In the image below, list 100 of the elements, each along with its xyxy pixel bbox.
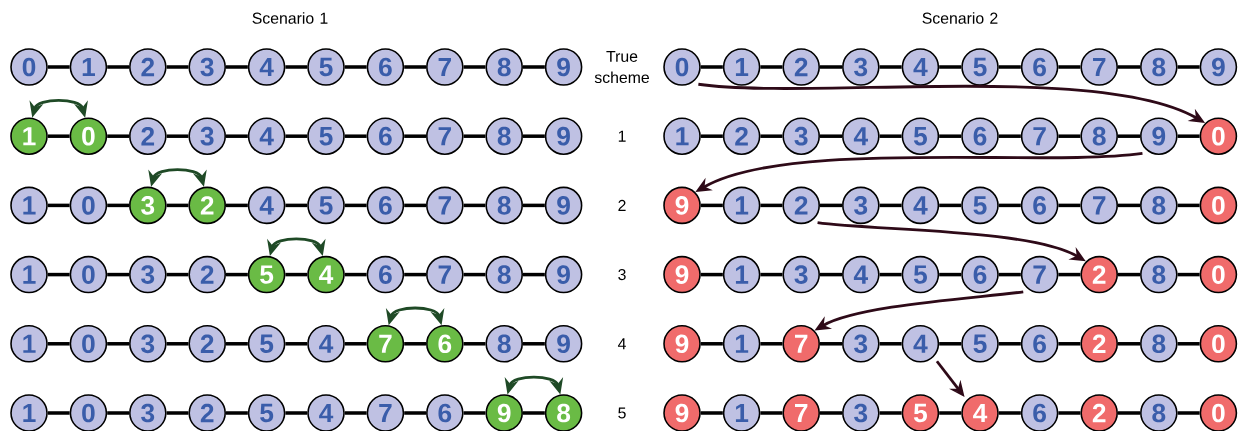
connector-line bbox=[463, 134, 486, 138]
connector-line bbox=[760, 272, 783, 277]
connector-line bbox=[820, 65, 842, 69]
connector-line bbox=[226, 65, 248, 69]
connector-line bbox=[523, 342, 545, 346]
connector-line bbox=[700, 342, 723, 346]
connector-line bbox=[344, 65, 367, 69]
connector-line bbox=[404, 65, 426, 69]
connector-line bbox=[700, 203, 723, 208]
connector-line bbox=[107, 342, 129, 346]
connector-line bbox=[1118, 272, 1140, 277]
row-label: 1 bbox=[618, 130, 626, 142]
connector-line bbox=[1058, 342, 1081, 346]
connector-line bbox=[523, 203, 545, 208]
connector-line bbox=[523, 272, 545, 277]
connector-line bbox=[939, 65, 962, 69]
connector-line bbox=[939, 203, 962, 208]
connector-line bbox=[1177, 272, 1200, 277]
connector-line bbox=[404, 203, 426, 208]
connector-line bbox=[226, 411, 248, 415]
connector-line bbox=[404, 134, 426, 138]
connector-line bbox=[700, 65, 723, 69]
connector-line bbox=[820, 203, 842, 208]
connector-line bbox=[998, 342, 1021, 346]
connector-line bbox=[523, 134, 545, 138]
connector-line bbox=[166, 342, 189, 346]
connector-line bbox=[463, 272, 486, 277]
connector-line bbox=[760, 342, 783, 346]
connector-line bbox=[404, 411, 426, 415]
scenario-heading: Scenario 2 bbox=[922, 12, 998, 24]
connector-line bbox=[463, 411, 486, 415]
connector-line bbox=[344, 342, 367, 346]
connector-line bbox=[107, 65, 129, 69]
connector-line bbox=[107, 272, 129, 277]
connector-line bbox=[226, 272, 248, 277]
connector-line bbox=[700, 272, 723, 277]
connector-line bbox=[1118, 203, 1140, 208]
connector-line bbox=[166, 134, 189, 138]
connector-line bbox=[47, 342, 70, 346]
connector-line bbox=[285, 203, 308, 208]
connector-line bbox=[879, 65, 902, 69]
connector-line bbox=[1058, 203, 1081, 208]
connector-line bbox=[523, 65, 545, 69]
row-label: 4 bbox=[617, 338, 626, 350]
connector-line bbox=[285, 342, 308, 346]
connector-line bbox=[47, 203, 70, 208]
connector-line bbox=[1058, 134, 1081, 138]
connector-line bbox=[226, 203, 248, 208]
connector-line bbox=[820, 272, 842, 277]
connector-line bbox=[939, 134, 962, 138]
connector-line bbox=[107, 134, 129, 138]
connector-line bbox=[166, 65, 189, 69]
connector-line bbox=[1118, 342, 1140, 346]
connector-line bbox=[463, 203, 486, 208]
connector-line bbox=[107, 203, 129, 208]
connector-line bbox=[344, 272, 367, 277]
row-label: True scheme bbox=[594, 50, 649, 84]
connector-line bbox=[166, 272, 189, 277]
connector-line bbox=[820, 134, 842, 138]
connector-line bbox=[285, 65, 308, 69]
connector-line bbox=[760, 65, 783, 69]
connector-line bbox=[879, 272, 902, 277]
connector-line bbox=[879, 411, 902, 415]
connector-line bbox=[879, 134, 902, 138]
connector-line bbox=[1118, 65, 1140, 69]
connector-line bbox=[344, 411, 367, 415]
connector-line bbox=[166, 203, 189, 208]
connector-line bbox=[998, 272, 1021, 277]
connector-line bbox=[404, 272, 426, 277]
connector-line bbox=[879, 203, 902, 208]
row-label: 5 bbox=[618, 407, 626, 419]
connector-line bbox=[226, 134, 248, 138]
connector-line bbox=[404, 342, 426, 346]
connector-line bbox=[998, 203, 1021, 208]
connector-line bbox=[820, 411, 842, 415]
connector-line bbox=[1177, 342, 1200, 346]
connector-line bbox=[879, 342, 902, 346]
connector-line bbox=[998, 65, 1021, 69]
row-label: 2 bbox=[618, 199, 626, 211]
connector-line bbox=[998, 411, 1021, 415]
connector-line bbox=[1177, 134, 1200, 138]
connector-line bbox=[760, 203, 783, 208]
connector-line bbox=[820, 342, 842, 346]
connector-line bbox=[285, 272, 308, 277]
connector-line bbox=[47, 65, 70, 69]
connector-line bbox=[47, 411, 70, 415]
connector-line bbox=[344, 134, 367, 138]
connector-line bbox=[1177, 203, 1200, 208]
connector-line bbox=[1177, 411, 1200, 415]
connector-line bbox=[47, 272, 70, 277]
row-label: 3 bbox=[618, 269, 626, 281]
connector-line bbox=[1118, 134, 1140, 138]
connector-line bbox=[939, 411, 962, 415]
connector-line bbox=[700, 134, 723, 138]
connector-line bbox=[1058, 65, 1081, 69]
connector-line bbox=[47, 134, 70, 138]
connector-line bbox=[523, 411, 545, 415]
connector-line bbox=[939, 342, 962, 346]
connector-line bbox=[107, 411, 129, 415]
connector-line bbox=[463, 342, 486, 346]
